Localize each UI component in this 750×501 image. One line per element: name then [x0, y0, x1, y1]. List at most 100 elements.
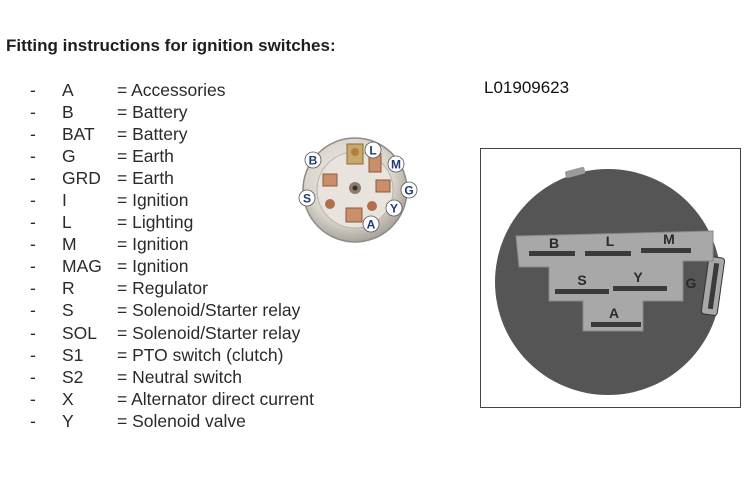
- body-notch: [565, 166, 586, 179]
- legend-code: G: [62, 145, 76, 166]
- legend-description: = Ignition: [117, 234, 189, 255]
- legend-row: - X = Alternator direct current: [30, 388, 314, 410]
- photo-label-circle: [298, 189, 316, 207]
- legend-code: S2: [62, 366, 84, 387]
- terminal-side-photo: [375, 179, 391, 193]
- legend-dash: -: [30, 123, 36, 144]
- diagram-label-l: L: [606, 233, 615, 249]
- legend-description: = Battery: [117, 123, 188, 144]
- legend-dash: -: [30, 278, 36, 299]
- legend-description: = Solenoid valve: [117, 410, 246, 431]
- legend-description: = Earth: [117, 167, 174, 188]
- legend-row: - A = Accessories: [30, 79, 314, 101]
- photo-label-l: L: [369, 144, 376, 158]
- photo-label-circle: [364, 141, 382, 159]
- legend-row: -S= Solenoid/Starter relay: [30, 300, 314, 322]
- legend-row: - S2 = Neutral switch: [30, 366, 314, 388]
- legend-dash: -: [30, 366, 36, 387]
- diagram-label-y: Y: [633, 269, 643, 285]
- switch-diagram-frame: B L M S Y A G: [480, 148, 741, 408]
- page-title: Fitting instructions for ignition switch…: [6, 36, 336, 55]
- legend-row: -S1= PTO switch (clutch): [30, 344, 314, 366]
- legend-code: B: [62, 101, 74, 122]
- terminal-left-photo: [322, 173, 338, 187]
- legend-code: M: [62, 234, 77, 255]
- legend-dash: -: [30, 167, 36, 188]
- legend-dash: -: [30, 388, 36, 409]
- photo-label-circle: [385, 199, 403, 217]
- legend-row: - I = Ignition: [30, 189, 314, 211]
- legend-description: = PTO switch (clutch): [117, 344, 284, 365]
- legend-description: = Solenoid/Starter relay: [117, 322, 301, 343]
- photo-label-y: Y: [390, 202, 398, 216]
- photo-label-circle: [400, 181, 418, 199]
- legend-dash: -: [30, 79, 36, 100]
- terminal-legend: - A = Accessories - B = Battery - BAT = Batter…: [30, 79, 314, 433]
- part-number: L01909623: [484, 78, 570, 97]
- legend-code: SOL: [62, 322, 98, 343]
- terminal-screw: [351, 148, 359, 156]
- switch-diagram: B L M S Y A G: [495, 166, 726, 395]
- diagram-label-m: M: [663, 231, 675, 247]
- legend-description: = Lighting: [117, 212, 194, 233]
- legend-description: = Accessories: [117, 79, 226, 100]
- legend-code: L: [62, 212, 72, 233]
- legend-row: - R = Regulator: [30, 278, 314, 300]
- terminal-slot-s: [555, 289, 609, 294]
- terminal-screw: [367, 201, 377, 211]
- legend-dash: -: [30, 101, 36, 122]
- terminal-slot-b: [529, 251, 575, 256]
- legend-description: = Alternator direct current: [117, 388, 314, 409]
- legend-code: R: [62, 278, 75, 299]
- legend-dash: -: [30, 212, 36, 233]
- legend-code: S1: [62, 344, 84, 365]
- ground-slot: [707, 262, 720, 310]
- legend-row: - G = Earth: [30, 145, 314, 167]
- legend-description: = Ignition: [117, 190, 189, 211]
- legend-code: GRD: [62, 167, 101, 188]
- legend-dash: -: [30, 190, 36, 211]
- terminal-screw: [325, 199, 335, 209]
- legend-dash: -: [30, 234, 36, 255]
- legend-code: A: [62, 79, 74, 100]
- legend-description: = Battery: [117, 101, 188, 122]
- legend-description: = Solenoid/Starter relay: [117, 300, 301, 321]
- diagram-label-g: G: [686, 275, 697, 291]
- switch-photo: B L M G Y A S: [298, 137, 418, 243]
- legend-code: X: [62, 388, 74, 409]
- diagram-label-s: S: [577, 272, 586, 288]
- diagram-label-b: B: [549, 235, 559, 251]
- diagram-label-a: A: [609, 305, 619, 321]
- legend-row: - B = Battery: [30, 101, 314, 123]
- legend-row: - M = Ignition: [30, 234, 314, 256]
- legend-row: - BAT = Battery: [30, 123, 314, 145]
- terminal-bottom-photo: [345, 207, 363, 223]
- photo-label-b: B: [309, 154, 318, 168]
- legend-code: MAG: [62, 256, 102, 277]
- legend-description: = Neutral switch: [117, 366, 242, 387]
- photo-label-m: M: [391, 158, 401, 172]
- terminal-slot-a: [591, 322, 641, 327]
- legend-row: - GRD = Earth: [30, 167, 314, 189]
- legend-dash: -: [30, 145, 36, 166]
- legend-dash: -: [30, 410, 36, 431]
- photo-label-a: A: [367, 218, 376, 232]
- legend-row: - MAG = Ignition: [30, 256, 314, 278]
- legend-code: BAT: [62, 123, 95, 144]
- legend-dash: -: [30, 300, 36, 321]
- photo-label-circle: [362, 215, 380, 233]
- legend-row: -Y= Solenoid valve: [30, 410, 314, 432]
- terminal-slot-y: [613, 286, 667, 291]
- legend-code: I: [62, 190, 67, 211]
- legend-row: -SOL= Solenoid/Starter relay: [30, 322, 314, 344]
- legend-row: - L = Lighting: [30, 212, 314, 234]
- terminal-slot-l: [585, 251, 631, 256]
- legend-description: = Regulator: [117, 278, 208, 299]
- legend-dash: -: [30, 256, 36, 277]
- photo-label-circle: [304, 151, 322, 169]
- legend-description: = Ignition: [117, 256, 189, 277]
- photo-label-g: G: [404, 184, 413, 198]
- terminal-slot-m: [641, 248, 691, 253]
- legend-description: = Earth: [117, 145, 174, 166]
- photo-label-s: S: [303, 192, 311, 206]
